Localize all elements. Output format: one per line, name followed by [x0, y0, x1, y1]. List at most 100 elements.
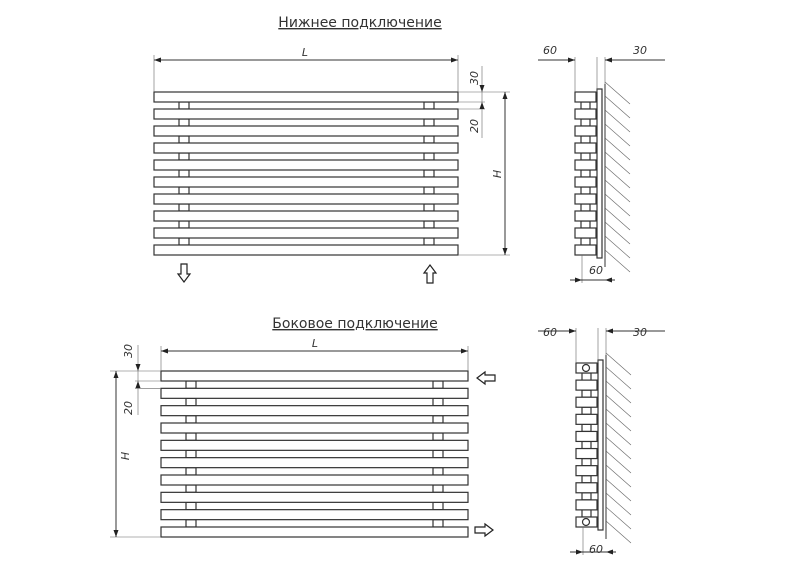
dim-height-2: H [119, 452, 132, 460]
horizontal-bar [153, 227, 459, 239]
wall-hatch [605, 436, 632, 460]
horizontal-bar [160, 370, 469, 382]
dim-depth: 60 [543, 44, 557, 57]
wall-hatch [604, 165, 631, 189]
bar-section [574, 125, 597, 137]
dim-top-offset-2: 30 [122, 344, 135, 358]
bar-section [575, 447, 598, 460]
riser-post [581, 440, 592, 450]
bar-section [574, 193, 597, 205]
arrowhead [161, 348, 168, 354]
wall-hatch [605, 478, 632, 502]
bar-section [575, 430, 598, 443]
dim-wall-gap-2: 30 [633, 326, 647, 339]
arrowhead [575, 277, 582, 283]
riser-post [580, 203, 591, 212]
horizontal-bar [160, 439, 469, 451]
wall-hatch [605, 464, 632, 488]
side-view-side-connection [538, 328, 665, 555]
riser-post [178, 101, 190, 110]
arrowhead [113, 371, 119, 378]
dim-depth-2: 60 [543, 326, 557, 339]
dim-bar-gap: 20 [468, 119, 481, 133]
riser-post [185, 449, 197, 459]
arrowhead [502, 248, 508, 255]
riser-post [581, 389, 592, 398]
horizontal-bar [160, 422, 469, 434]
arrowhead [113, 530, 119, 537]
riser-post [432, 449, 444, 459]
arrowhead [605, 57, 612, 63]
riser-post [581, 457, 592, 467]
wall-hatch [605, 492, 632, 516]
riser-post [178, 203, 190, 212]
riser-post [580, 169, 591, 178]
horizontal-bar [160, 509, 469, 521]
riser-post [580, 152, 591, 161]
wall-hatch [605, 352, 632, 376]
wall-hatch [604, 95, 631, 119]
title-side-connection: Боковое подключение [272, 316, 437, 332]
riser-post [178, 169, 190, 178]
riser-post [185, 519, 197, 528]
riser-post [432, 415, 444, 424]
riser-post [178, 118, 190, 127]
bar-section [574, 176, 597, 188]
arrowhead [135, 381, 141, 388]
dim-length-2: L [312, 337, 318, 350]
wall-hatch [605, 520, 632, 544]
riser-post [580, 135, 591, 144]
riser-post [580, 220, 591, 229]
wall-hatch [605, 450, 632, 474]
outlet-pipe-icon [581, 517, 591, 527]
bar-section [574, 244, 597, 256]
wall-hatch [604, 123, 631, 147]
dim-wall-gap: 30 [633, 44, 647, 57]
wall-hatch [604, 207, 631, 231]
wall-hatch [604, 235, 631, 259]
riser-post [185, 380, 197, 389]
arrowhead [568, 57, 575, 63]
title-bottom-connection: Нижнее подключение [278, 15, 441, 31]
riser-post [580, 118, 591, 127]
riser-post [178, 135, 190, 144]
horizontal-bar [160, 405, 469, 417]
riser-post [580, 101, 591, 110]
arrowhead [576, 549, 583, 555]
riser-post [178, 186, 190, 195]
arrowhead [479, 102, 485, 109]
horizontal-bar [153, 108, 459, 120]
arrowhead [569, 328, 576, 334]
riser-post [432, 501, 444, 511]
riser-post [581, 406, 592, 415]
riser-post [423, 220, 435, 229]
inlet-pipe-icon [581, 363, 591, 373]
horizontal-bar [153, 159, 459, 171]
mounting-plate [596, 88, 603, 259]
wall-hatch [604, 81, 631, 105]
horizontal-bar [153, 244, 459, 256]
bar-section [575, 465, 598, 477]
wall-hatch [604, 179, 631, 203]
dim-bracket-depth: 60 [589, 264, 603, 277]
flow-arrow-icon [422, 264, 438, 284]
riser-post [432, 432, 444, 441]
bar-section [574, 108, 597, 120]
riser-post [185, 467, 197, 476]
riser-post [432, 397, 444, 407]
riser-post [423, 186, 435, 195]
side-view-bottom-connection [538, 57, 665, 283]
wall-hatch [605, 394, 632, 418]
riser-post [581, 475, 592, 484]
arrowhead [606, 549, 613, 555]
bar-section [574, 91, 597, 103]
bar-section [574, 227, 597, 239]
wall-hatch [604, 221, 631, 245]
horizontal-bar [160, 387, 469, 399]
horizontal-bar [153, 91, 459, 103]
riser-post [432, 519, 444, 528]
riser-post [423, 152, 435, 161]
riser-post [580, 237, 591, 246]
horizontal-bar [153, 125, 459, 137]
wall-hatch [605, 506, 632, 530]
